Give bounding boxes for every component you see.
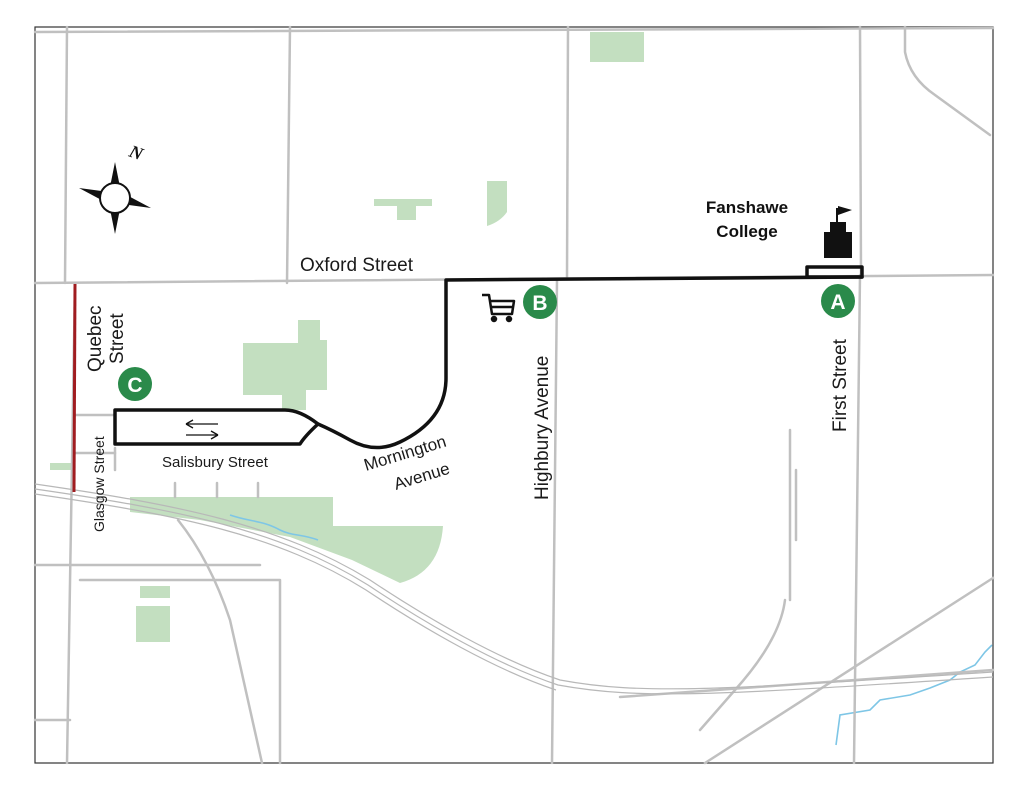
shopping-cart-icon [482,293,516,323]
road [852,273,862,765]
rail-track [34,493,557,691]
two-way-arrows-icon [185,419,219,440]
quebec-street-label: Quebec Street [85,305,128,372]
first-street-label: First Street [830,338,851,432]
park-area [487,181,507,226]
marker-c-label: C [127,374,142,397]
marker-b-label: B [532,292,547,315]
route-loop-salisbury [113,408,320,446]
road [550,278,559,765]
oxford-street-label: Oxford Street [300,255,414,276]
park-area [374,199,432,220]
road [63,25,69,285]
road [176,518,264,765]
marker-c[interactable]: C [118,367,152,401]
college-label-line1: Fanshawe [705,198,789,217]
route-path [316,275,864,450]
railway [34,483,994,695]
detour-route [113,265,864,450]
compass-rose-icon: N [79,141,151,234]
park-area [590,32,644,62]
route-loop-college [805,265,864,279]
road [565,25,570,279]
park-area [243,320,327,410]
map-frame [34,26,994,764]
park-area [140,586,170,598]
road [703,576,995,765]
quebec-street-label-line2: Street [107,313,128,364]
marker-a[interactable]: A [821,284,855,318]
marker-a-label: A [830,291,845,314]
creek [229,514,319,541]
road [903,25,992,137]
park-areas [50,32,644,642]
road [33,26,995,34]
fanshawe-college-label: Fanshawe College [692,196,802,244]
marker-b[interactable]: B [523,285,557,319]
park-area [130,497,443,583]
park-area [50,463,72,470]
road [858,25,863,277]
glasgow-street-label: Glasgow Street [91,436,107,532]
rail-track [34,488,994,695]
rail-track [34,483,994,690]
road [78,578,282,765]
quebec-street-label-line1: Quebec [85,305,106,372]
salisbury-street-label: Salisbury Street [162,454,269,471]
waterways [229,514,993,746]
quebec-street-closure-line [72,283,77,493]
park-area [136,606,170,642]
college-label-line2: College [716,222,778,241]
highbury-avenue-label: Highbury Avenue [532,356,553,500]
creek [835,644,993,746]
building-with-flag-icon [824,206,852,258]
road [285,25,292,285]
